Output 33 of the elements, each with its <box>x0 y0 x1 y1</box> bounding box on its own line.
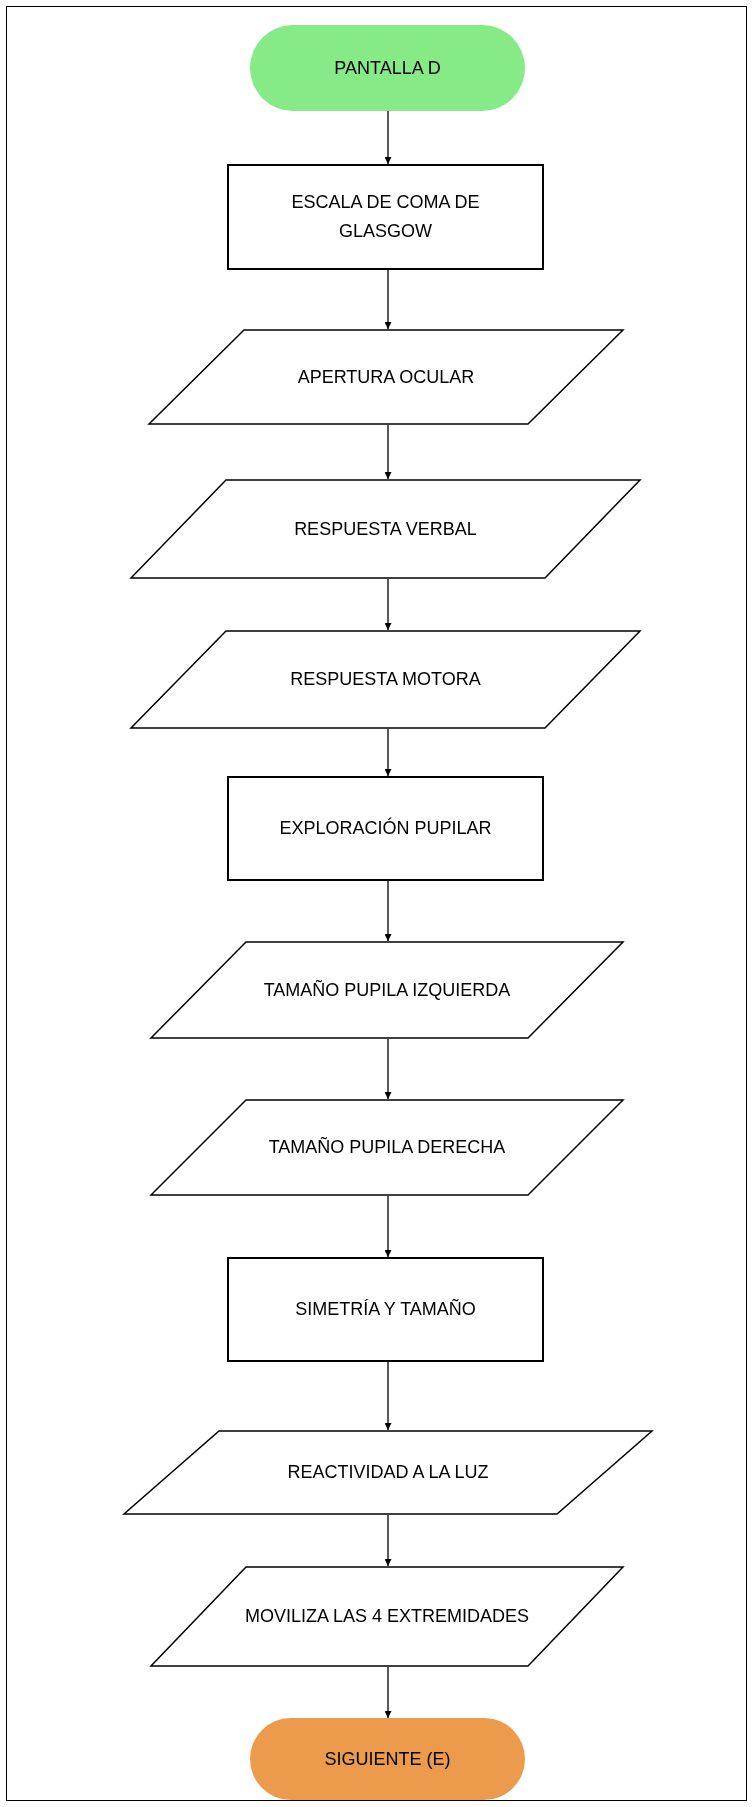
arrow <box>384 1361 392 1431</box>
node-label: REACTIVIDAD A LA LUZ <box>287 1461 489 1485</box>
process-box <box>227 164 544 270</box>
node-label: PANTALLA D <box>334 56 441 80</box>
arrow <box>384 578 392 631</box>
arrow <box>384 1195 392 1258</box>
data-parallelogram <box>130 479 641 579</box>
node-label: SIMETRÍA Y TAMAÑO <box>295 1298 476 1322</box>
arrow <box>384 728 392 777</box>
node-label: ESCALA DE COMA DE GLASGOW <box>290 191 481 243</box>
data-parallelogram <box>150 941 624 1039</box>
node-label: TAMAÑO PUPILA DERECHA <box>268 1136 506 1160</box>
node-label: SIGUIENTE (E) <box>324 1747 451 1771</box>
node-label: TAMAÑO PUPILA IZQUIERDA <box>263 978 511 1002</box>
arrow <box>384 269 392 330</box>
process-box <box>227 1257 544 1362</box>
arrow <box>384 880 392 942</box>
arrow <box>384 424 392 480</box>
arrow <box>384 1666 392 1719</box>
data-parallelogram <box>148 329 624 425</box>
node-label: APERTURA OCULAR <box>297 365 475 389</box>
arrow <box>384 110 392 165</box>
data-parallelogram <box>130 630 641 729</box>
arrow <box>384 1038 392 1100</box>
arrow <box>384 1514 392 1567</box>
data-parallelogram <box>150 1099 624 1196</box>
node-label: EXPLORACIÓN PUPILAR <box>279 816 492 841</box>
node-label: RESPUESTA MOTORA <box>290 668 481 692</box>
data-parallelogram <box>150 1566 624 1667</box>
node-label: RESPUESTA VERBAL <box>294 517 477 541</box>
process-box <box>227 776 544 881</box>
data-parallelogram <box>123 1430 653 1515</box>
node-label: MOVILIZA LAS 4 EXTREMIDADES <box>244 1605 530 1629</box>
